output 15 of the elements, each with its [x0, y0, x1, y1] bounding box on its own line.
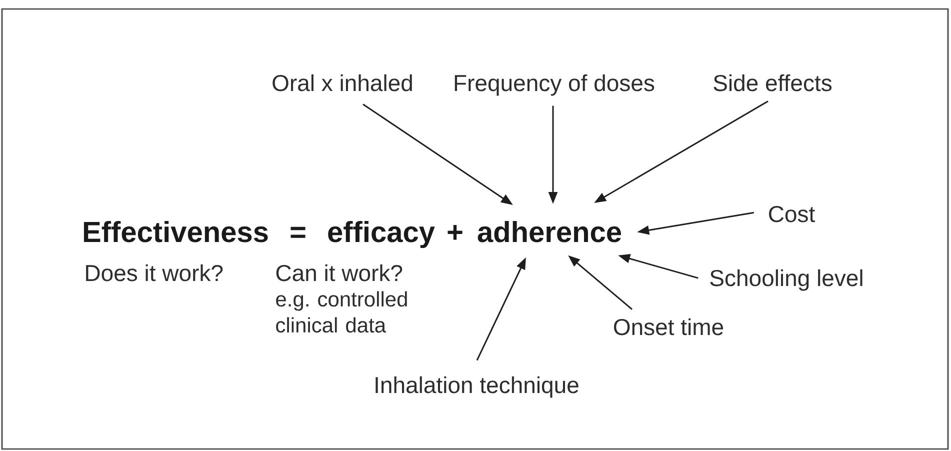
factor-label: Onset time: [614, 318, 724, 336]
factor-label: Side effects: [714, 74, 832, 92]
equation-sign: +: [448, 225, 462, 240]
equation-term: adherence: [478, 221, 622, 242]
equation-term: Effectiveness: [84, 221, 268, 242]
note-text: e.g. controlled clinical data: [276, 291, 407, 333]
equation-sign: =: [290, 226, 306, 238]
factor-label: Oral x inhaled: [272, 74, 412, 92]
question-text: Does it work?: [86, 264, 223, 282]
question-text: Can it work?: [276, 264, 402, 282]
equation-term: efficacy: [328, 221, 435, 248]
factor-label: Cost: [769, 206, 815, 222]
factor-label: Frequency of doses: [454, 74, 654, 96]
factor-label: Inhalation technique: [376, 376, 578, 398]
factor-label: Schooling level: [710, 269, 862, 291]
